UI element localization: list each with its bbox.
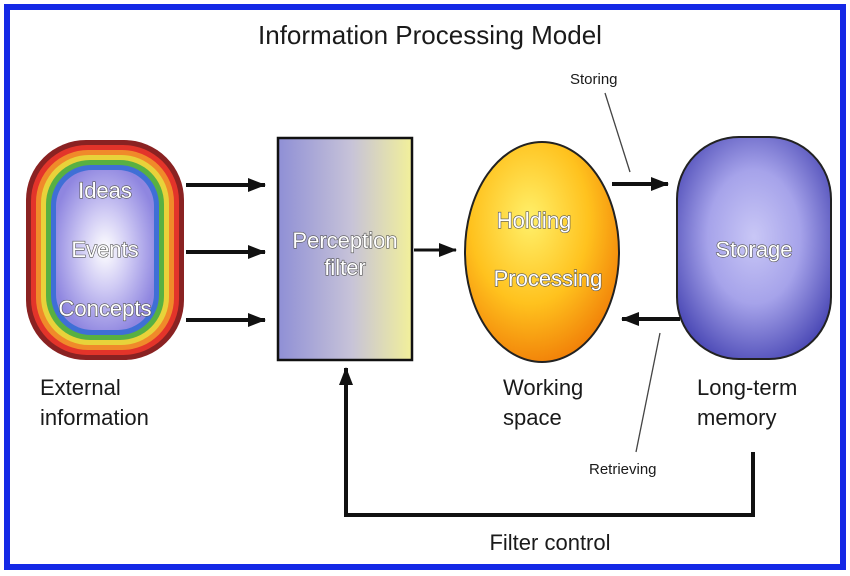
working-space-ellipse	[464, 141, 620, 363]
storage-node	[676, 136, 832, 360]
storage-caption-line2: memory	[697, 405, 776, 430]
working-label-processing: Processing	[494, 266, 603, 291]
filter-control-label: Filter control	[489, 530, 610, 555]
retrieving-leader-line	[635, 332, 661, 453]
external-core	[56, 170, 154, 330]
external-item-concepts: Concepts	[59, 296, 152, 321]
perception-filter-label-line1: Perception	[292, 228, 397, 253]
filter-control-arrow	[339, 367, 755, 517]
storage-label: Storage	[715, 237, 792, 262]
external-caption-line1: External	[40, 375, 121, 400]
retrieving-label: Retrieving	[589, 461, 657, 478]
perception-filter-box	[276, 136, 414, 362]
diagram-title: Information Processing Model	[258, 20, 602, 50]
external-caption-line2: information	[40, 405, 149, 430]
working-caption-line2: space	[503, 405, 562, 430]
external-item-events: Events	[71, 237, 138, 262]
working-label-holding: Holding	[497, 208, 572, 233]
storing-leader-line	[604, 92, 631, 173]
storage-caption-line1: Long-term	[697, 375, 797, 400]
storing-label: Storing	[570, 71, 618, 88]
perception-filter-label-line2: filter	[324, 255, 366, 280]
external-item-ideas: Ideas	[78, 178, 132, 203]
external-information-node: Ideas Events Concepts	[26, 140, 184, 360]
working-caption-line1: Working	[503, 375, 583, 400]
